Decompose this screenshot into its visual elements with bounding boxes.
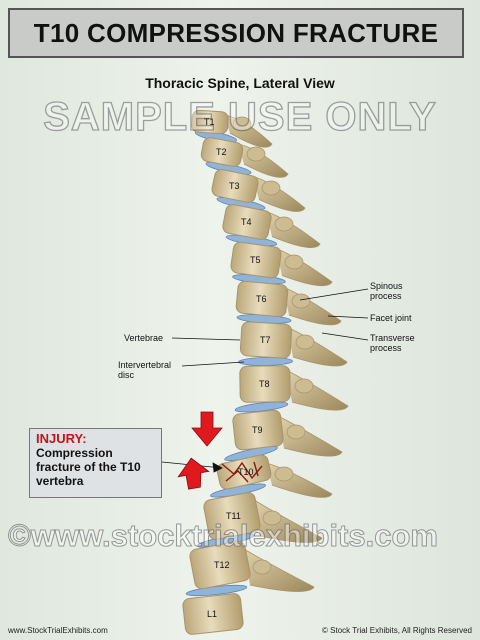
vertebral-body-shape bbox=[230, 241, 282, 279]
leader-line bbox=[321, 332, 369, 341]
leader-line bbox=[299, 288, 369, 301]
vertebra-label: T8 bbox=[259, 379, 270, 389]
injury-title: INJURY: bbox=[36, 431, 87, 446]
leader-line bbox=[171, 337, 241, 341]
vertebra-label: T7 bbox=[260, 335, 271, 345]
vertebra-label: T11 bbox=[226, 511, 241, 521]
transverse-process-shape bbox=[286, 424, 306, 440]
fracture-lines bbox=[221, 461, 263, 483]
label-transverse-process: Transverse process bbox=[370, 333, 415, 353]
spinous-process-shape bbox=[243, 548, 315, 592]
vertebral-body-shape bbox=[211, 169, 259, 203]
vertebral-body-shape bbox=[182, 593, 244, 635]
vertebral-body-shape bbox=[216, 454, 272, 490]
spinous-process-shape bbox=[277, 415, 343, 457]
spinous-process-shape bbox=[282, 286, 342, 326]
transverse-process-shape bbox=[294, 378, 314, 394]
transverse-process-shape bbox=[232, 116, 252, 132]
label-facet-joint: Facet joint bbox=[370, 313, 412, 323]
transverse-process-shape bbox=[262, 510, 282, 526]
transverse-process-shape bbox=[261, 180, 281, 196]
vertebra-label: T10 bbox=[238, 467, 254, 477]
vertebral-body-shape bbox=[191, 109, 229, 135]
vertebra-label: T6 bbox=[256, 294, 267, 304]
footer-copyright: © Stock Trial Exhibits, All Rights Reser… bbox=[322, 626, 472, 635]
transverse-process-shape bbox=[274, 466, 294, 482]
vertebral-body-shape bbox=[222, 204, 272, 240]
compression-arrow-down bbox=[191, 411, 223, 447]
vertebra-label: T1 bbox=[204, 117, 215, 127]
injury-description: Compression fracture of the T10 vertebra bbox=[36, 446, 141, 488]
diagram-subtitle: Thoracic Spine, Lateral View bbox=[145, 75, 335, 91]
leader-line bbox=[327, 315, 369, 319]
url-watermark: ©www.stocktrialexhibits.com bbox=[8, 518, 439, 554]
vertebral-body-shape bbox=[200, 137, 244, 167]
leader-line bbox=[181, 361, 245, 367]
vertebral-body-shape bbox=[189, 540, 251, 590]
footer-website: www.StockTrialExhibits.com bbox=[8, 626, 108, 635]
vertebra-label: L1 bbox=[207, 609, 218, 619]
title-banner: T10 COMPRESSION FRACTURE bbox=[8, 8, 464, 58]
transverse-process-shape bbox=[295, 334, 315, 350]
spinous-process-shape bbox=[286, 326, 348, 367]
compression-arrow-up bbox=[177, 457, 210, 490]
label-spinous-process: Spinous process bbox=[370, 281, 403, 301]
vertebral-body-shape bbox=[232, 409, 284, 451]
vertebra-label: T9 bbox=[252, 425, 263, 435]
spinous-process-shape bbox=[285, 369, 349, 411]
vertebra-label: T5 bbox=[250, 255, 261, 265]
spinous-process-shape bbox=[253, 499, 323, 543]
vertebral-body-shape bbox=[203, 492, 261, 540]
page-title: T10 COMPRESSION FRACTURE bbox=[33, 17, 439, 48]
transverse-process-shape bbox=[246, 146, 266, 162]
vertebral-body-shape bbox=[235, 280, 289, 318]
spinous-process-shape bbox=[265, 462, 333, 498]
vertebra-label: T3 bbox=[229, 181, 240, 191]
vertebra-label: T2 bbox=[216, 147, 227, 157]
vertebra-label: T4 bbox=[241, 217, 252, 227]
label-vertebrae: Vertebrae bbox=[124, 333, 164, 343]
transverse-process-shape bbox=[291, 293, 311, 309]
label-intervertebral-disc: Intervertebral disc bbox=[118, 360, 172, 380]
injury-pointer-head bbox=[212, 462, 223, 473]
vertebral-body-shape bbox=[239, 321, 293, 359]
sample-watermark: SAMPLE USE ONLY bbox=[43, 94, 437, 139]
transverse-process-shape bbox=[252, 559, 272, 575]
vertebra-label: T12 bbox=[214, 560, 230, 570]
transverse-process-shape bbox=[284, 254, 304, 270]
transverse-process-shape bbox=[274, 216, 294, 232]
injury-callout: INJURY: Compression fracture of the T10 … bbox=[29, 428, 162, 498]
vertebral-body-shape bbox=[239, 365, 291, 403]
